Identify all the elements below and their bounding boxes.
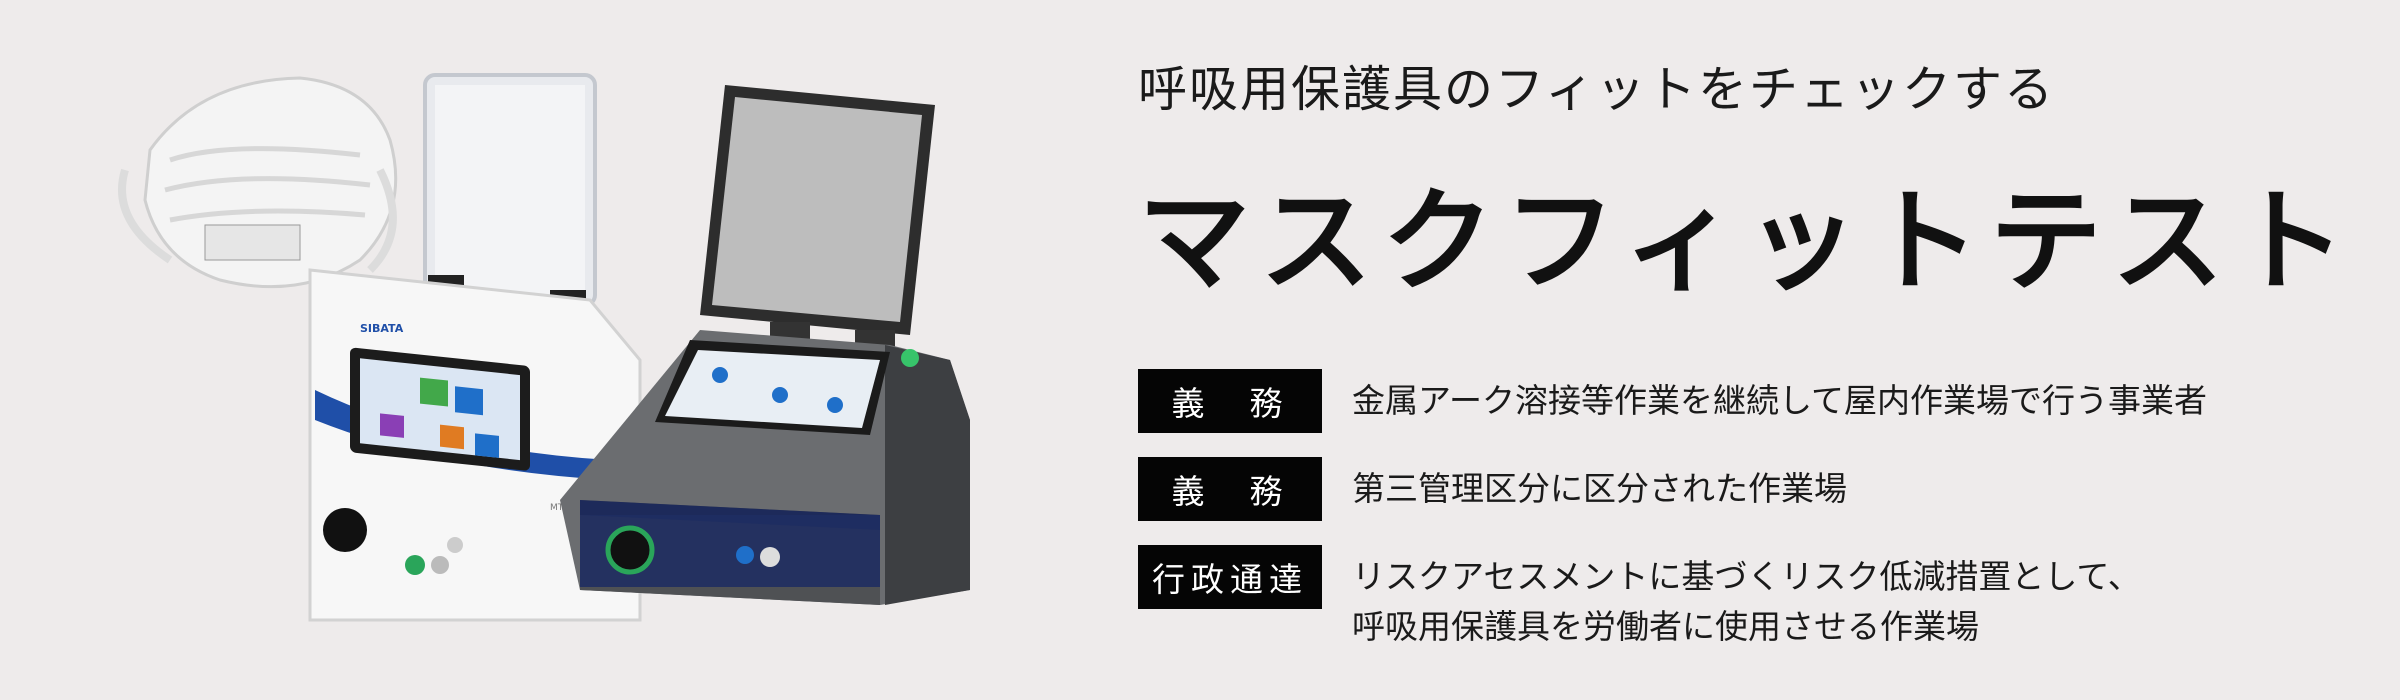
requirement-text: 第三管理区分に区分された作業場 (1352, 457, 1847, 514)
page-title: マスクフィットテスト (1138, 176, 2356, 307)
requirement-line: 金属アーク溶接等作業を継続して屋内作業場で行う事業者 (1352, 381, 2208, 420)
product-illustration: SIBATA MT-11D (110, 60, 990, 660)
requirement-row: 義 務 第三管理区分に区分された作業場 (1138, 457, 2378, 521)
requirement-row: 行政通達 リスクアセスメントに基づくリスク低減措置として、 呼吸用保護具を労働者… (1138, 545, 2378, 652)
brand-label: SIBATA (360, 322, 404, 335)
requirement-text: リスクアセスメントに基づくリスク低減措置として、 呼吸用保護具を労働者に使用させ… (1352, 545, 2141, 652)
obligation-badge: 義 務 (1138, 457, 1322, 521)
obligation-badge: 義 務 (1138, 369, 1322, 433)
fit-tester-white-image: SIBATA MT-11D (308, 73, 642, 622)
fit-tester-dark-image (560, 85, 970, 605)
requirements-list: 義 務 金属アーク溶接等作業を継続して屋内作業場で行う事業者 義 務 第三管理区… (1138, 369, 2378, 652)
copy-panel: 呼吸用保護具のフィットをチェックする マスクフィットテスト 義 務 金属アーク溶… (1138, 55, 2378, 676)
requirement-line: 第三管理区分に区分された作業場 (1352, 469, 1847, 508)
respirator-mask-image (118, 76, 398, 289)
requirement-row: 義 務 金属アーク溶接等作業を継続して屋内作業場で行う事業者 (1138, 369, 2378, 433)
requirement-text: 金属アーク溶接等作業を継続して屋内作業場で行う事業者 (1352, 369, 2207, 426)
requirement-line: 呼吸用保護具を労働者に使用させる作業場 (1352, 607, 1979, 646)
requirement-line: リスクアセスメントに基づくリスク低減措置として、 (1352, 557, 2141, 596)
administrative-notice-badge: 行政通達 (1138, 545, 1322, 609)
page-subtitle: 呼吸用保護具のフィットをチェックする (1138, 61, 2056, 118)
